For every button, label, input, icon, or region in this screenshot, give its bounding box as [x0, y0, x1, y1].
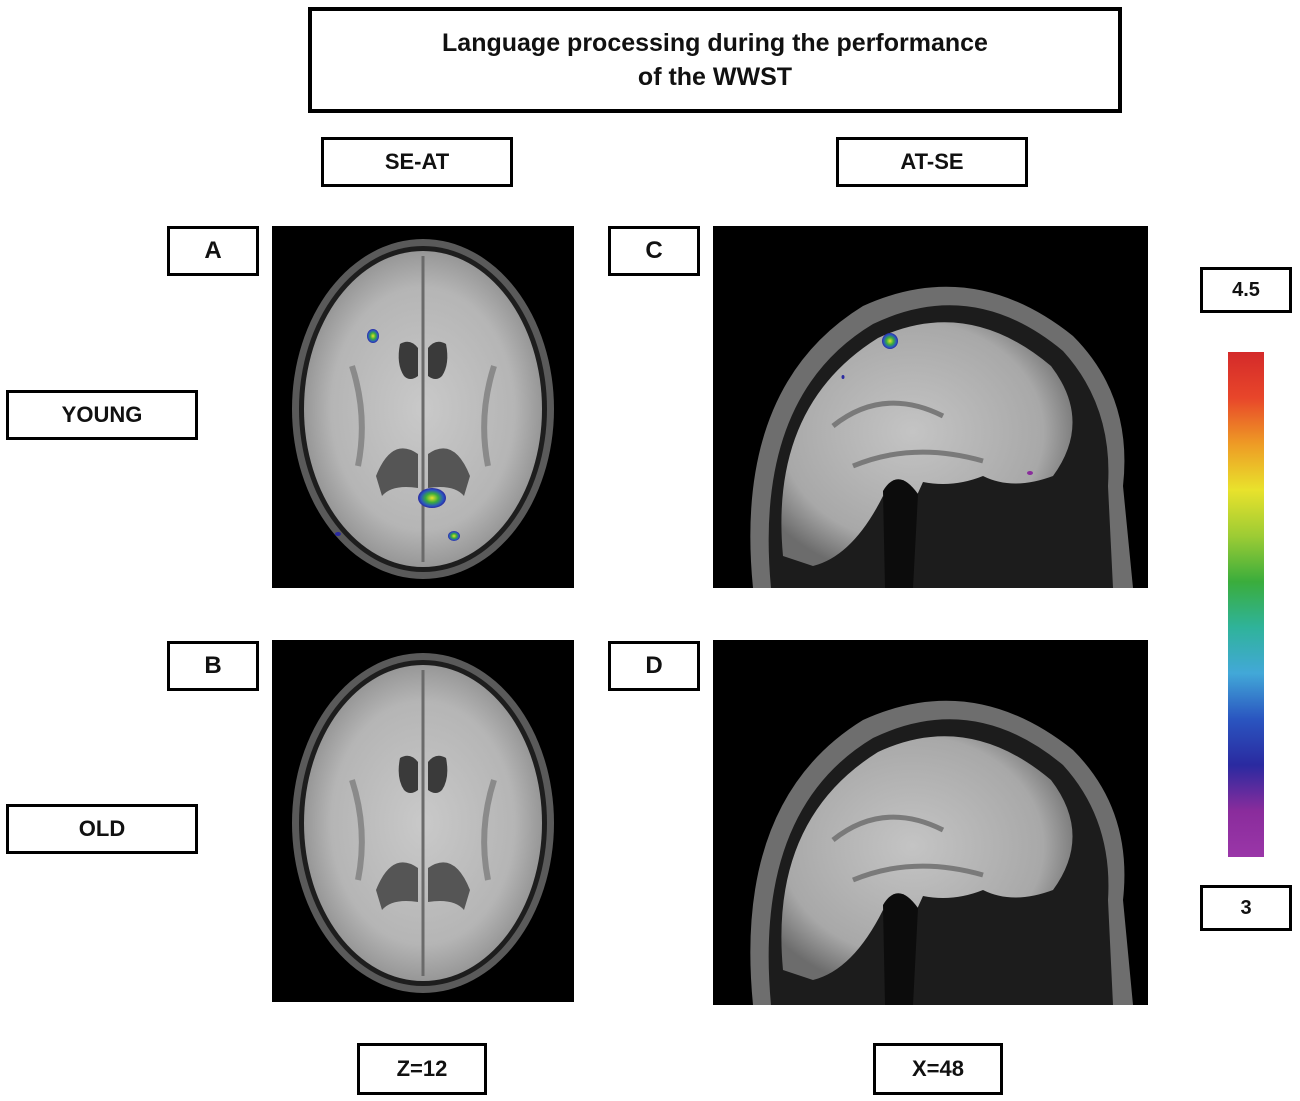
- panel-letter-d: D: [608, 641, 700, 691]
- panel-b-axial-old: [272, 640, 574, 1002]
- row-label-old: OLD: [6, 804, 198, 854]
- figure-title: Language processing during the performan…: [308, 7, 1122, 113]
- panel-a-axial-young: [272, 226, 574, 588]
- column-label-se-at: SE-AT: [321, 137, 513, 187]
- coordinate-label-z: Z=12: [357, 1043, 487, 1095]
- title-line-1: Language processing during the performan…: [442, 29, 988, 57]
- coordinate-label-x: X=48: [873, 1043, 1003, 1095]
- row-label-young: YOUNG: [6, 390, 198, 440]
- axial-brain-slice-b: [292, 653, 554, 993]
- column-label-at-se: AT-SE: [836, 137, 1028, 187]
- panel-letter-b: B: [167, 641, 259, 691]
- panel-letter-c: C: [608, 226, 700, 276]
- panel-d-sagittal-old: [713, 640, 1148, 1005]
- sagittal-brain-slice-d: [750, 700, 1133, 1005]
- colorbar-max-label: 4.5: [1200, 267, 1292, 313]
- axial-brain-slice-a: [292, 239, 554, 579]
- panel-c-sagittal-young: [713, 226, 1148, 588]
- colorbar-min-label: 3: [1200, 885, 1292, 931]
- colorbar: [1228, 352, 1264, 857]
- title-line-2: of the WWST: [637, 63, 793, 91]
- panel-letter-a: A: [167, 226, 259, 276]
- sagittal-brain-slice-c: [750, 286, 1133, 588]
